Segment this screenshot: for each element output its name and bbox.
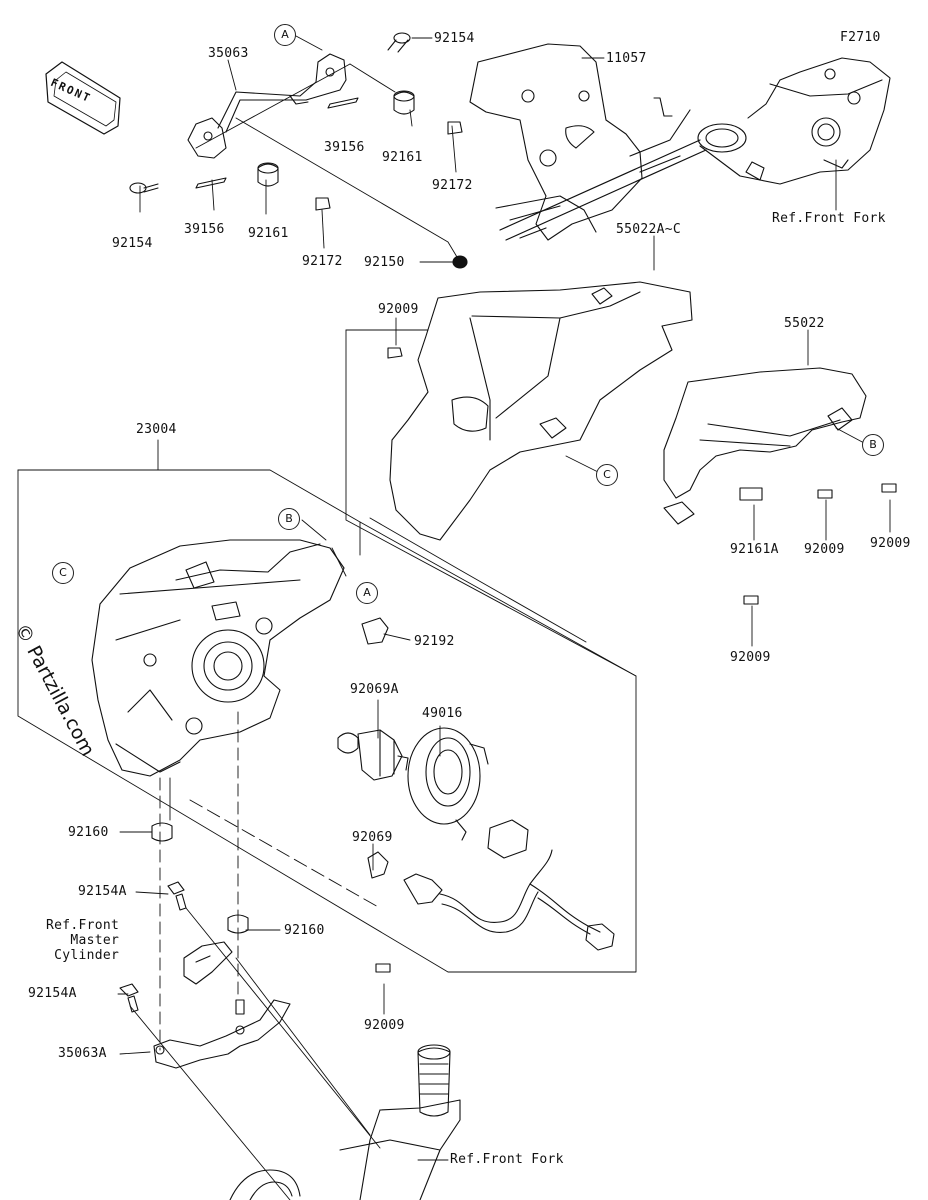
callout-b-headlight: B [278,508,300,530]
label-92009-c: 92009 [870,536,911,551]
label-92009-d: 92009 [730,650,771,665]
assembly-frame [17,63,637,1200]
label-49016: 49016 [422,706,463,721]
label-23004: 23004 [136,422,177,437]
lower-hardware [119,822,249,1013]
headlight-housing-23004 [91,539,345,777]
label-55022AC: 55022A~C [616,222,682,237]
callout-a-headlight: A [356,582,378,604]
label-92160-a: 92160 [68,825,109,840]
label-35063A: 35063A [58,1046,107,1061]
figure-code: F2710 [840,30,881,45]
label-92154-top: 92154 [434,31,475,46]
label-92161-a: 92161 [382,150,423,165]
label-92009-b: 92009 [804,542,845,557]
label-ref-front-fork-bottom: Ref.Front Fork [450,1152,564,1167]
callout-a-top: A [274,24,296,46]
bulb-92069A [337,729,409,781]
bracket-35063A [153,999,291,1069]
callout-c-cowl: C [596,464,618,486]
leader-lines [117,35,891,1161]
harness-92069 [367,819,615,951]
label-39156-b: 39156 [184,222,225,237]
callout-b-cowl: B [862,434,884,456]
label-92192: 92192 [414,634,455,649]
master-cylinder-ref [183,941,233,985]
cowl-55022 [389,281,867,541]
front-fork-top-bridge [697,57,891,185]
label-92069: 92069 [352,830,393,845]
label-35063: 35063 [208,46,249,61]
label-92172-b: 92172 [302,254,343,269]
label-92161-b: 92161 [248,226,289,241]
screws-92009 [375,347,897,973]
clip-92192 [361,617,389,645]
label-92154A-b: 92154A [28,986,77,1001]
label-55022: 55022 [784,316,825,331]
label-92009-e: 92009 [364,1018,405,1033]
callout-c-headlight: C [52,562,74,584]
label-ref-master-cylinder: Ref.Front Master Cylinder [46,918,120,963]
label-92150: 92150 [364,255,405,270]
label-92160-b: 92160 [284,923,325,938]
label-92009-a: 92009 [378,302,419,317]
label-11057: 11057 [606,51,647,66]
label-92154-left: 92154 [112,236,153,251]
bracket-11057 [469,43,707,241]
socket-cover-49016 [407,727,489,841]
label-92172-a: 92172 [432,178,473,193]
bracket-35063 [187,53,347,159]
front-arrow-icon [45,61,121,135]
label-92069A: 92069A [350,682,399,697]
front-fork-lower [229,1044,461,1200]
hardware-small-parts [129,32,468,269]
label-39156-a: 39156 [324,140,365,155]
label-92161A: 92161A [730,542,779,557]
label-ref-front-fork-top: Ref.Front Fork [772,211,886,226]
label-92154A-a: 92154A [78,884,127,899]
